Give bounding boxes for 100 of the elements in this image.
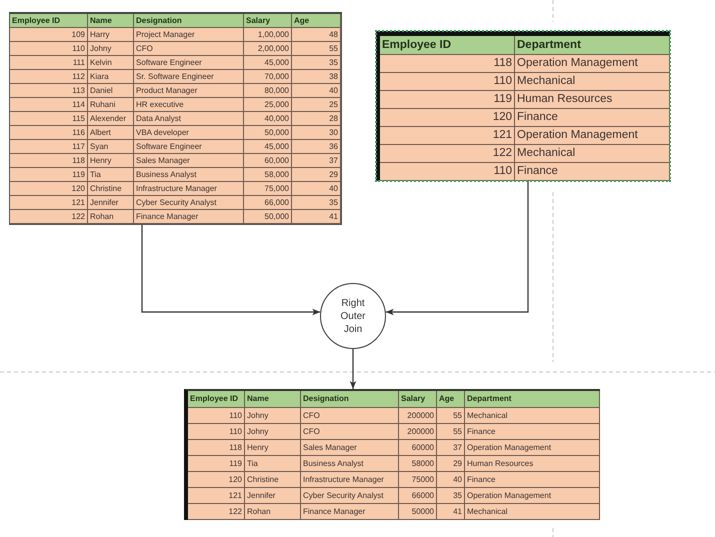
header-cell: Age [437,391,465,408]
table-cell: CFO [301,424,399,440]
table-cell: 109 [10,28,88,42]
table-cell: 41 [437,504,465,520]
table-cell: Henry [88,154,134,168]
table-cell: Infrastructure Manager [134,182,244,196]
table-cell: 37 [437,440,465,456]
table-cell: 50,000 [244,126,292,140]
table-cell: 66,000 [244,196,292,210]
table-cell: Christine [88,182,134,196]
table-cell: 110 [10,42,88,56]
table-cell: 35 [292,56,341,70]
table-cell: 2,00,000 [244,42,292,56]
table-cell: 110 [380,163,515,181]
table-cell: 200000 [399,408,437,424]
table-cell: Operation Management [515,127,670,145]
table-cell: 119 [10,168,88,182]
table-cell: 122 [380,145,515,163]
table-cell: Syan [88,140,134,154]
join-circle: Right Outer Join [320,283,386,349]
table-cell: 200000 [399,424,437,440]
header-cell: Salary [399,391,437,408]
table-cell: 118 [380,55,515,73]
table-cell: Sr. Software Engineer [134,70,244,84]
table-cell: 122 [10,210,88,224]
table-cell: Finance [465,472,600,488]
header-cell: Employee ID [380,36,515,55]
table-cell: Alexender [88,112,134,126]
table-cell: Kelvin [88,56,134,70]
table-cell: 25 [292,98,341,112]
table-cell: Business Analyst [301,456,399,472]
arrow [141,225,320,316]
table-cell: Mechanical [515,73,670,91]
table-cell: 66000 [399,488,437,504]
table-cell: Daniel [88,84,134,98]
table-cell: 29 [292,168,341,182]
table-cell: Infrastructure Manager [301,472,399,488]
arrow [350,349,356,389]
header-cell: Age [292,14,341,28]
table-cell: 75000 [399,472,437,488]
header-cell: Salary [244,14,292,28]
table-cell: CFO [301,408,399,424]
table-cell: Albert [88,126,134,140]
table-cell: 36 [292,140,341,154]
table-cell: 119 [380,91,515,109]
table-cell: 121 [188,488,245,504]
table-cell: Human Resources [515,91,670,109]
table-cell: Kiara [88,70,134,84]
table-cell: 35 [437,488,465,504]
table-cell: Harry [88,28,134,42]
table-cell: Human Resources [465,456,600,472]
table-cell: 35 [292,196,341,210]
table-cell: 40 [437,472,465,488]
table-cell: 112 [10,70,88,84]
table-cell: Johny [245,408,301,424]
table-cell: Software Engineer [134,140,244,154]
header-cell: Name [245,391,301,408]
table-cell: Finance [515,163,670,181]
table-cell: 1,00,000 [244,28,292,42]
table-cell: HR executive [134,98,244,112]
table-cell: Tia [88,168,134,182]
table-cell: 55 [292,42,341,56]
table-cell: 60,000 [244,154,292,168]
table-cell: Cyber Security Analyst [301,488,399,504]
table-cell: 45,000 [244,56,292,70]
table-cell: 116 [10,126,88,140]
header-cell: Designation [134,14,244,28]
table-cell: Tia [245,456,301,472]
table-cell: VBA developer [134,126,244,140]
table-cell: 70,000 [244,70,292,84]
table-cell: 55 [437,408,465,424]
table-cell: 110 [380,73,515,91]
table-cell: 122 [188,504,245,520]
header-cell: Employee ID [188,391,245,408]
table-cell: 40 [292,182,341,196]
table-cell: Johny [245,424,301,440]
table-cell: CFO [134,42,244,56]
table-cell: 25,000 [244,98,292,112]
table-cell: Henry [245,440,301,456]
table-cell: 75,000 [244,182,292,196]
table-cell: 120 [188,472,245,488]
table-cell: Mechanical [515,145,670,163]
table-cell: 120 [380,109,515,127]
table-cell: Mechanical [465,504,600,520]
data-table [184,389,600,520]
table-cell: Sales Manager [134,154,244,168]
header-cell: Department [515,36,670,55]
table-cell: 45,000 [244,140,292,154]
table-cell: 118 [188,440,245,456]
header-cell: Department [465,391,600,408]
table-cell: Cyber Security Analyst [134,196,244,210]
table-cell: 41 [292,210,341,224]
table-cell: Jennifer [88,196,134,210]
table-cell: 119 [188,456,245,472]
table-cell: 110 [188,424,245,440]
table-cell: 40,000 [244,112,292,126]
header-cell: Name [88,14,134,28]
table-cell: 60000 [399,440,437,456]
table-cell: Project Manager [134,28,244,42]
table-cell: Rohan [88,210,134,224]
